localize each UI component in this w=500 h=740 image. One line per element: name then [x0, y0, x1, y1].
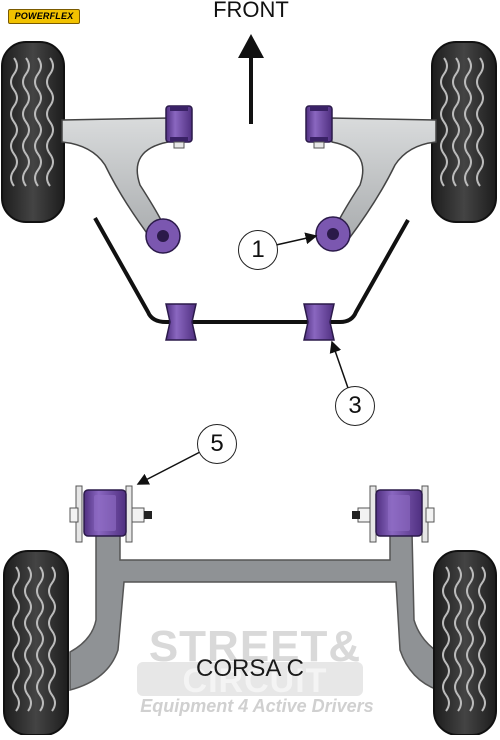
front-left-wishbone-front-bush	[165, 105, 193, 149]
watermark-circuit-text: CIRCUIT	[182, 662, 328, 700]
rear-torsion-beam	[69, 531, 439, 692]
anti-roll-bar-bush-left	[165, 303, 197, 341]
anti-roll-bar-bush-right	[303, 303, 335, 341]
callout-3: 3	[335, 386, 375, 426]
callout-1-leader	[275, 232, 318, 246]
front-anti-roll-bar	[93, 217, 410, 324]
front-right-tyre	[431, 41, 497, 223]
front-left-tyre	[1, 41, 65, 223]
rear-left-tyre	[3, 550, 69, 736]
front-left-wishbone-rear-bush	[145, 218, 181, 254]
rear-beam-bush-left	[69, 485, 152, 543]
model-label: CORSA C	[195, 655, 305, 682]
watermark-street-text: STREET&	[148, 622, 362, 671]
callout-3-leader	[329, 340, 349, 389]
watermark-logo-plate	[137, 662, 363, 696]
rear-beam-bush-right	[352, 485, 435, 543]
callout-1: 1	[238, 230, 278, 270]
watermark-tagline: Equipment 4 Active Drivers	[140, 696, 374, 716]
front-arrow-head	[238, 34, 264, 58]
front-right-wishbone-rear-bush	[315, 216, 351, 252]
front-right-wishbone	[329, 117, 437, 242]
callout-5-leader	[136, 451, 201, 485]
front-direction-label: FRONT	[213, 0, 289, 22]
rear-right-tyre	[433, 550, 497, 736]
front-right-wishbone-front-bush	[305, 105, 333, 149]
callout-5: 5	[197, 424, 237, 464]
powerflex-logo: POWERFLEX	[8, 9, 80, 24]
